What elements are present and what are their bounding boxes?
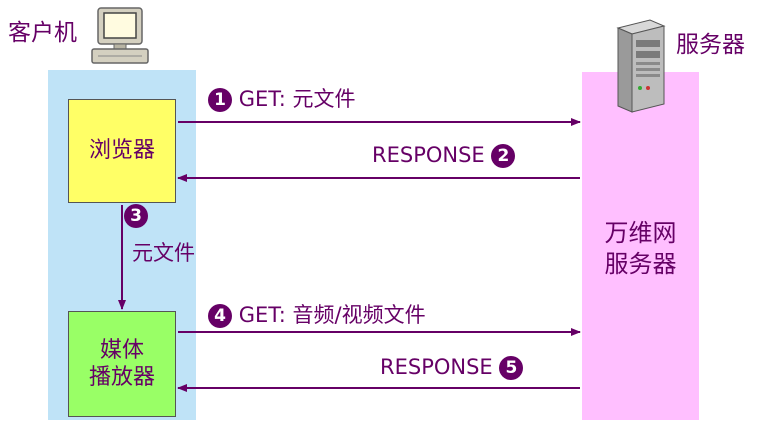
server-title: 服务器	[676, 32, 745, 58]
step-5-label: RESPONSE 5	[380, 355, 524, 380]
step-4-label: 4 GET: 音频/视频文件	[208, 304, 426, 328]
step-3-number: 3	[124, 204, 148, 228]
step-1-text: GET: 元文件	[238, 87, 356, 111]
step-4-number: 4	[208, 304, 232, 328]
step-5-text: RESPONSE	[380, 355, 493, 379]
server-panel	[582, 72, 699, 420]
web-server-label: 万维网 服务器	[582, 218, 699, 280]
browser-label: 浏览器	[88, 138, 155, 164]
step-4-text: GET: 音频/视频文件	[238, 303, 426, 327]
browser-box: 浏览器	[68, 99, 176, 203]
player-label-line1: 媒体	[99, 337, 144, 363]
client-title: 客户机	[8, 20, 77, 46]
step-2-text: RESPONSE	[372, 143, 485, 167]
web-server-label-line2: 服务器	[604, 250, 677, 279]
step-2-label: RESPONSE 2	[372, 143, 516, 168]
computer-icon	[91, 7, 149, 64]
step-2-number: 2	[491, 144, 516, 168]
step-1-number: 1	[208, 88, 232, 112]
step-3-badge: 3	[124, 204, 148, 228]
server-tower-icon	[616, 19, 666, 113]
step-3-text: 元文件	[132, 241, 195, 265]
web-server-label-line1: 万维网	[604, 219, 677, 247]
step-1-label: 1 GET: 元文件	[208, 88, 356, 112]
step-5-number: 5	[499, 356, 524, 380]
player-label-line2: 播放器	[88, 365, 155, 390]
media-player-box: 媒体 播放器	[68, 311, 176, 417]
